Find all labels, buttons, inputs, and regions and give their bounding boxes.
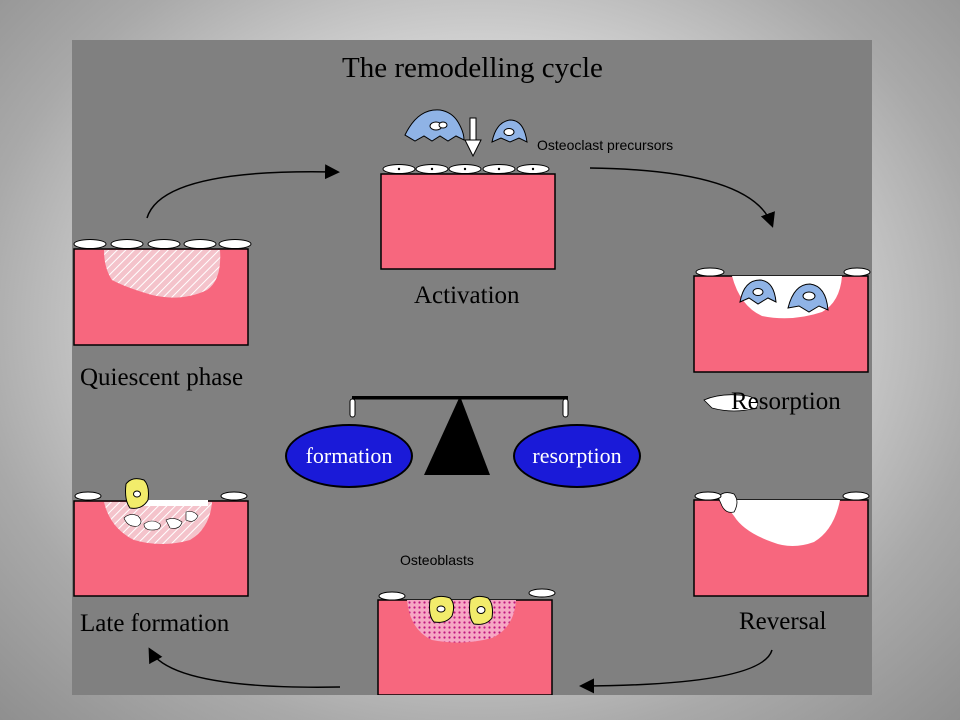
balance-formation-pill: formation [285, 424, 413, 488]
cycle-arrow-activation-to-resorption [589, 167, 775, 228]
stage-label-late-formation: Late formation [80, 610, 230, 637]
formation-bone-block [377, 588, 556, 695]
resorption-legend-shape [703, 394, 759, 412]
remodelling-diagram [73, 109, 871, 695]
stage-label-reversal: Reversal [739, 608, 827, 635]
balance-resorption-pill: resorption [513, 424, 641, 488]
cell-label-osteoclast-precursors: Osteoclast precursors [537, 137, 674, 153]
stage-label-quiescent: Quiescent phase [80, 364, 244, 391]
activation-bone-block [380, 164, 556, 270]
quiescent-bone-block [73, 239, 252, 346]
balance-scale [349, 396, 569, 475]
stage-label-activation: Activation [414, 282, 520, 309]
stage-label-resorption: Resorption [731, 388, 841, 415]
down-arrow-icon [464, 117, 482, 158]
diagram-title: The remodelling cycle [342, 52, 603, 84]
cell-label-osteoblasts: Osteoblasts [400, 552, 474, 568]
resorption-bone-block [693, 267, 871, 412]
cycle-arrow-reversal-to-formation [579, 649, 773, 694]
slide-panel: The remodelling cycle Activation Quiesce… [72, 40, 872, 695]
reversal-bone-block [693, 491, 870, 597]
cycle-arrow-quiescent-to-activation [146, 164, 340, 219]
late-formation-bone-block [73, 478, 249, 597]
osteoclast-precursor-large [404, 109, 465, 142]
osteoclast-precursor-small [491, 119, 528, 143]
cycle-arrow-formation-to-late [148, 647, 341, 688]
